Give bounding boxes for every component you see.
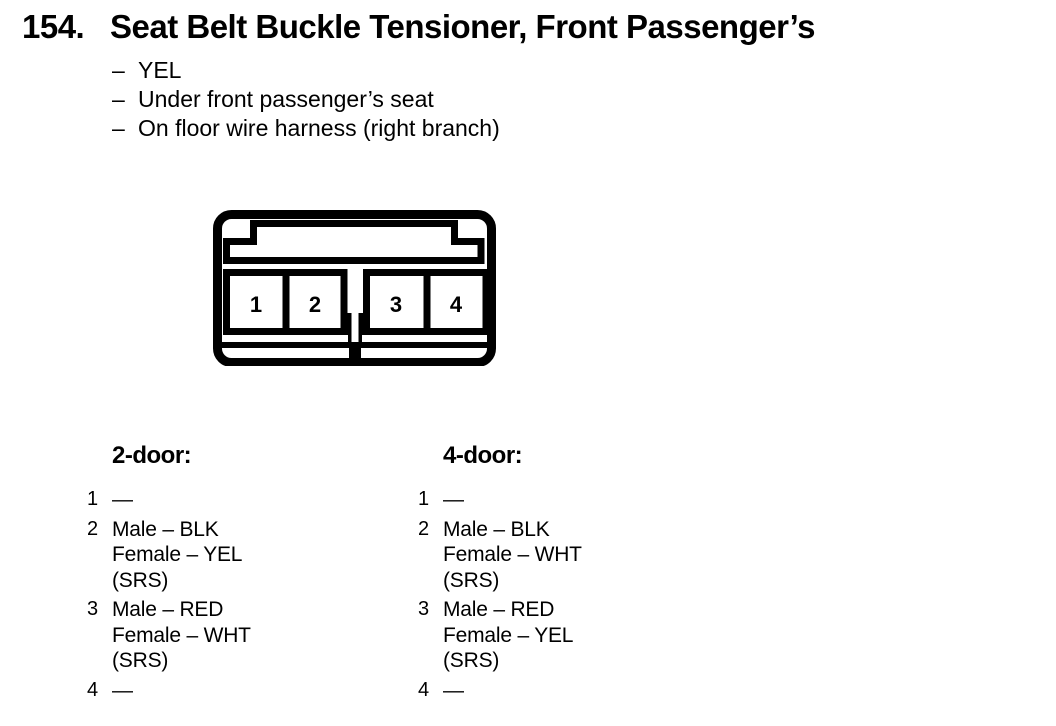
- connector-rail-split: [349, 342, 361, 358]
- detail-line: – Under front passenger’s seat: [112, 85, 500, 114]
- pinout-column-2door: 2-door: 1 — 2 Male – BLK Female – YEL (S…: [87, 443, 251, 707]
- connector-center-tab: [351, 310, 359, 342]
- pin-description: Male – RED Female – YEL (SRS): [443, 597, 573, 674]
- connector-diagram: 1 2 3 4: [213, 210, 496, 366]
- pin-description: Male – BLK Female – WHT (SRS): [443, 517, 582, 594]
- pin-ref: 1: [87, 488, 99, 510]
- pin-description-line: —: [443, 488, 464, 511]
- pin-ref: 3: [418, 598, 430, 620]
- pin-description-line: Male – RED: [443, 598, 555, 621]
- detail-text: On floor wire harness (right branch): [138, 115, 500, 141]
- pin-description-line: Male – BLK: [112, 517, 219, 541]
- pin-description-line: —: [112, 488, 133, 511]
- pin-description: Male – RED Female – WHT (SRS): [112, 597, 251, 674]
- pin-description: —: [112, 678, 133, 704]
- column-heading: 2-door:: [112, 442, 192, 469]
- pin-ref: 4: [418, 678, 430, 701]
- pin-description-line: Male – BLK: [443, 517, 550, 541]
- pin-cell-4: 4: [450, 292, 463, 317]
- detail-line: – On floor wire harness (right branch): [112, 114, 500, 143]
- pin-description-line: Male – RED: [112, 598, 224, 621]
- pin-row: 4 —: [418, 678, 582, 704]
- connector-keyway: [223, 220, 485, 264]
- section-title: Seat Belt Buckle Tensioner, Front Passen…: [110, 8, 815, 45]
- pin-description-line: Female – YEL: [443, 623, 574, 647]
- pin-ref: 3: [87, 598, 99, 620]
- pin-description-line: (SRS): [443, 568, 500, 592]
- pinout-column-4door: 4-door: 1 — 2 Male – BLK Female – WHT (S…: [418, 443, 582, 707]
- pin-description: —: [112, 487, 133, 513]
- pin-row: 3 Male – RED Female – WHT (SRS): [87, 597, 251, 674]
- column-heading: 4-door:: [443, 442, 523, 469]
- pin-description-line: Female – WHT: [443, 543, 582, 566]
- pin-row: 3 Male – RED Female – YEL (SRS): [418, 597, 582, 674]
- pin-description-line: —: [443, 678, 464, 702]
- detail-text: YEL: [138, 57, 182, 83]
- pin-description-line: Female – WHT: [112, 623, 251, 647]
- pin-row: 1 —: [418, 487, 582, 513]
- detail-dash: –: [112, 86, 125, 112]
- detail-dash: –: [112, 57, 125, 83]
- detail-dash: –: [112, 115, 125, 141]
- pin-description-line: —: [112, 678, 133, 702]
- pin-description-line: Female – YEL: [112, 543, 243, 566]
- pin-ref: 4: [87, 678, 99, 701]
- detail-list: – YEL – Under front passenger’s seat – O…: [112, 56, 500, 143]
- pin-row: 4 —: [87, 678, 251, 704]
- pin-description: Male – BLK Female – YEL (SRS): [112, 517, 242, 594]
- pin-ref: 2: [87, 517, 99, 540]
- pin-description: —: [443, 487, 464, 513]
- pin-row: 1 —: [87, 487, 251, 513]
- pin-description-line: (SRS): [112, 649, 169, 672]
- pin-description-line: (SRS): [112, 568, 169, 592]
- pin-ref: 2: [418, 517, 430, 540]
- pin-description-line: (SRS): [443, 649, 500, 672]
- pin-description: —: [443, 678, 464, 704]
- pin-ref: 1: [418, 488, 430, 510]
- pin-cell-3: 3: [390, 292, 402, 317]
- section-number: 154.: [22, 8, 85, 45]
- pin-row: 2 Male – BLK Female – YEL (SRS): [87, 517, 251, 594]
- pin-row: 2 Male – BLK Female – WHT (SRS): [418, 517, 582, 594]
- detail-line: – YEL: [112, 56, 500, 85]
- pin-cell-2: 2: [309, 292, 321, 317]
- pin-cell-1: 1: [250, 292, 262, 317]
- detail-text: Under front passenger’s seat: [138, 86, 434, 112]
